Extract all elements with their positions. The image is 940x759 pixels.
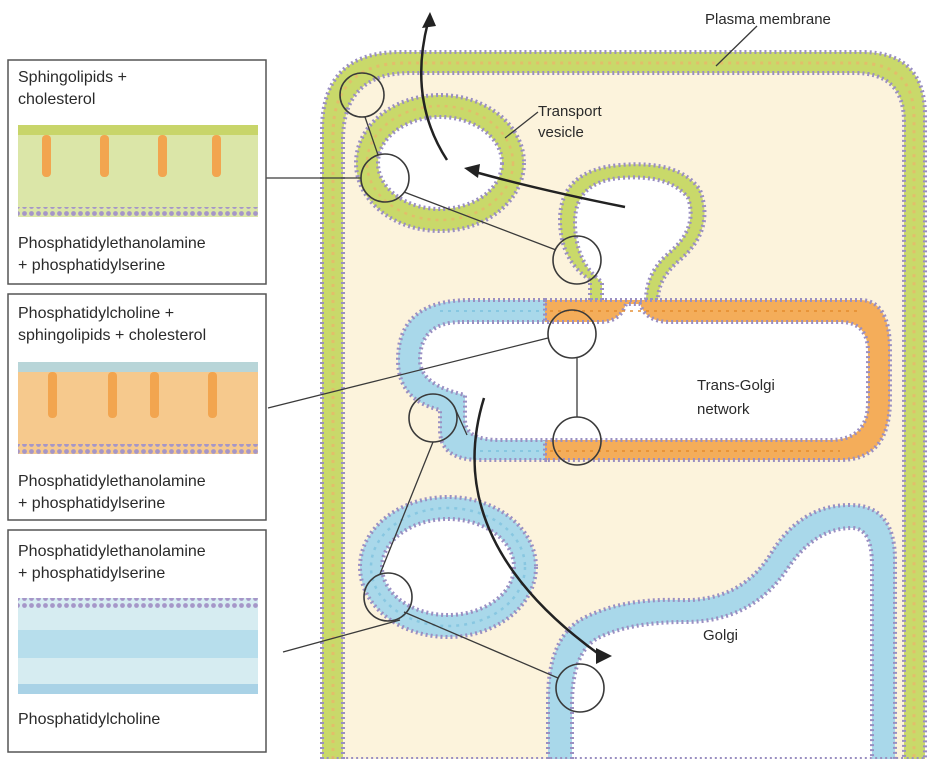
transport-vesicle-top (356, 95, 524, 231)
panel-2-bottom-line2: + phosphatidylserine (18, 495, 165, 512)
panel-1-bottom-line1: Phosphatidylethanolamine (18, 235, 206, 252)
panel-2-top-line1: Phosphatidylcholine + (18, 305, 174, 322)
trans-golgi-label-1: Trans-Golgi (697, 377, 775, 394)
panel-1-heads-top (18, 125, 258, 135)
tgn-lumen (420, 304, 868, 440)
panel-1-top-line1: Sphingolipids + (18, 69, 127, 86)
panel-1: Sphingolipids + cholesterol Phosphatidyl… (8, 60, 266, 284)
panel-2: Phosphatidylcholine + sphingolipids + ch… (8, 294, 266, 520)
panel-3-top-line1: Phosphatidylethanolamine (18, 543, 206, 560)
panel-2-top-line2: sphingolipids + cholesterol (18, 327, 206, 344)
panel-2-bottom-line1: Phosphatidylethanolamine (18, 473, 206, 490)
plasma-membrane-label: Plasma membrane (705, 11, 831, 28)
trans-golgi-label-2: network (697, 401, 750, 418)
golgi-label: Golgi (703, 627, 738, 644)
transport-vesicle-label-2: vesicle (538, 124, 584, 141)
panel-1-top-line2: cholesterol (18, 91, 95, 108)
panel-3-top-line2: + phosphatidylserine (18, 565, 165, 582)
panel-1-bottom-line2: + phosphatidylserine (18, 257, 165, 274)
panel-3: Phosphatidylethanolamine + phosphatidyls… (8, 530, 266, 752)
panel-3-bottom-line1: Phosphatidylcholine (18, 711, 160, 728)
transport-vesicle-label-1: Transport (538, 103, 602, 120)
